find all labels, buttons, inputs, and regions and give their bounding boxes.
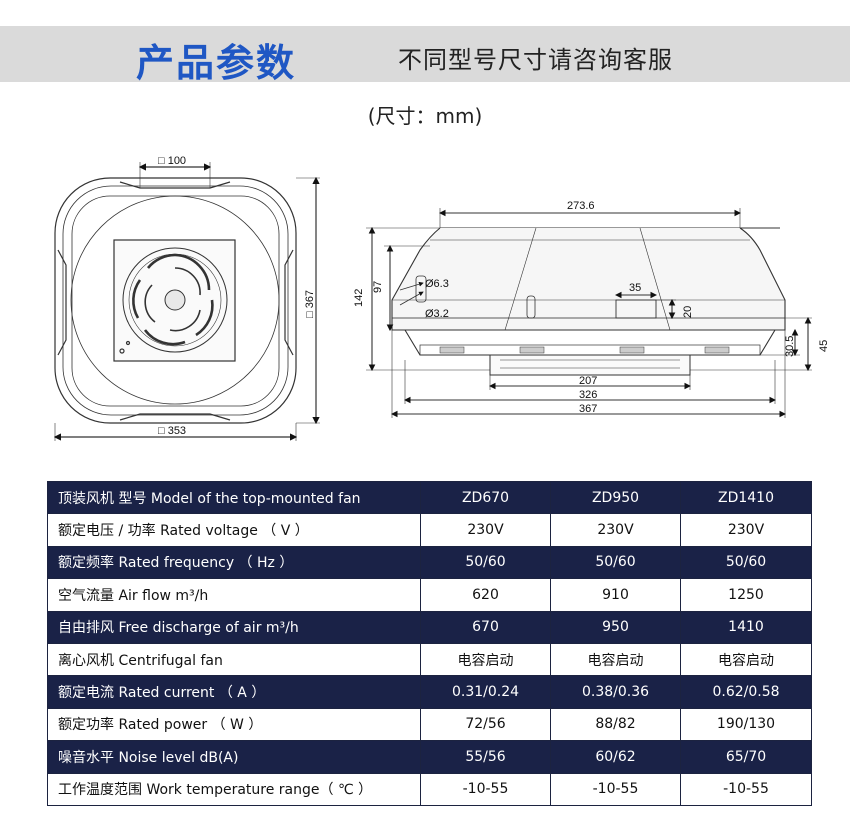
table-row: 自由排风 Free discharge of air m³/h 670 950 … <box>47 610 812 644</box>
table-cell: 电容启动 <box>680 642 812 677</box>
table-row: 空气流量 Air flow m³/h 620 910 1250 <box>47 578 812 612</box>
table-cell: 60/62 <box>550 740 681 774</box>
row-label: 额定功率 Rated power （ W ） <box>47 707 421 742</box>
dim-bottom-353: □ 353 <box>158 425 186 437</box>
model-cell: ZD670 <box>420 480 551 515</box>
dim-326: 326 <box>579 389 597 401</box>
table-cell: 电容启动 <box>550 642 681 677</box>
dim-97: 97 <box>372 281 384 293</box>
dim-207: 207 <box>579 375 597 387</box>
table-cell: 65/70 <box>680 740 812 774</box>
dim-367: 367 <box>579 403 597 415</box>
table-cell: 50/60 <box>680 545 812 580</box>
table-cell: 55/56 <box>420 740 551 774</box>
row-label: 额定频率 Rated frequency （ Hz ） <box>47 545 421 580</box>
table-cell: 230V <box>680 513 812 547</box>
table-cell: 910 <box>550 578 681 612</box>
table-cell: 950 <box>550 610 681 644</box>
table-header-row: 顶装风机 型号 Model of the top-mounted fan ZD6… <box>47 480 812 515</box>
row-label: 额定电压 / 功率 Rated voltage （ V ） <box>47 513 421 547</box>
table-cell: 0.31/0.24 <box>420 675 551 709</box>
table-row: 噪音水平 Noise level dB(A) 55/56 60/62 65/70 <box>47 740 812 774</box>
table-cell: 670 <box>420 610 551 644</box>
table-cell: 电容启动 <box>420 642 551 677</box>
hole-large-label: Ø6.3 <box>425 278 449 290</box>
table-cell: 50/60 <box>420 545 551 580</box>
technical-drawing: □ 100 □ 367 □ 353 <box>53 155 830 441</box>
header-label: 顶装风机 型号 Model of the top-mounted fan <box>47 480 421 515</box>
dim-30-5: 30.5 <box>784 336 796 357</box>
hole-small-label: Ø3.2 <box>425 308 449 320</box>
page-subtitle: 不同型号尺寸请咨询客服 <box>398 46 673 74</box>
dim-273-6: 273.6 <box>567 200 595 212</box>
model-cell: ZD950 <box>550 480 681 515</box>
dim-142: 142 <box>353 289 365 307</box>
top-view <box>53 162 320 441</box>
table-cell: 72/56 <box>420 707 551 742</box>
model-cell: ZD1410 <box>680 480 812 515</box>
table-cell: 230V <box>550 513 681 547</box>
row-label: 自由排风 Free discharge of air m³/h <box>47 610 421 644</box>
table-cell: -10-55 <box>680 772 812 806</box>
table-cell: 190/130 <box>680 707 812 742</box>
row-label: 离心风机 Centrifugal fan <box>47 642 421 677</box>
table-cell: 50/60 <box>550 545 681 580</box>
table-cell: 88/82 <box>550 707 681 742</box>
table-row: 离心风机 Centrifugal fan 电容启动 电容启动 电容启动 <box>47 642 812 677</box>
header-banner: 产品参数 不同型号尺寸请咨询客服 <box>0 26 850 85</box>
table-cell: 1250 <box>680 578 812 612</box>
table-row: 工作温度范围 Work temperature range（ ℃ ） -10-5… <box>47 772 812 806</box>
dim-20: 20 <box>682 306 694 318</box>
table-row: 额定电流 Rated current （ A ） 0.31/0.24 0.38/… <box>47 675 812 709</box>
table-cell: 0.38/0.36 <box>550 675 681 709</box>
dim-top-100: □ 100 <box>158 155 186 167</box>
table-cell: 0.62/0.58 <box>680 675 812 709</box>
table-row: 额定功率 Rated power （ W ） 72/56 88/82 190/1… <box>47 707 812 742</box>
table-row: 额定电压 / 功率 Rated voltage （ V ） 230V 230V … <box>47 513 812 547</box>
side-view <box>366 208 812 418</box>
row-label: 额定电流 Rated current （ A ） <box>47 675 421 709</box>
table-cell: -10-55 <box>550 772 681 806</box>
table-row: 额定频率 Rated frequency （ Hz ） 50/60 50/60 … <box>47 545 812 580</box>
dim-35: 35 <box>629 282 641 294</box>
spec-table: 顶装风机 型号 Model of the top-mounted fan ZD6… <box>47 480 812 806</box>
row-label: 工作温度范围 Work temperature range（ ℃ ） <box>47 772 421 806</box>
table-cell: 620 <box>420 578 551 612</box>
page-title: 产品参数 <box>136 41 297 85</box>
table-cell: -10-55 <box>420 772 551 806</box>
table-cell: 1410 <box>680 610 812 644</box>
dim-right-367: □ 367 <box>304 290 316 318</box>
dim-45: 45 <box>818 340 830 352</box>
row-label: 空气流量 Air flow m³/h <box>47 578 421 612</box>
table-cell: 230V <box>420 513 551 547</box>
units-note: (尺寸：mm) <box>367 104 483 128</box>
row-label: 噪音水平 Noise level dB(A) <box>47 740 421 774</box>
